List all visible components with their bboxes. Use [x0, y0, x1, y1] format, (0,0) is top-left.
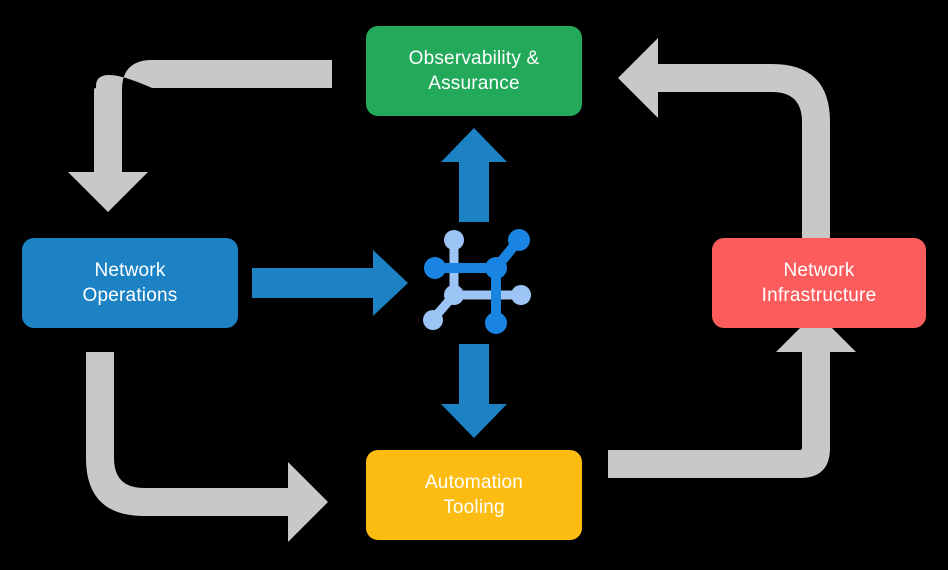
mesh-node-left-dark	[424, 257, 446, 279]
mesh-node-bottomleft-light	[423, 310, 443, 330]
arrow-infrastructure-to-observability	[618, 38, 830, 238]
node-network-infrastructure[interactable]: Network Infrastructure	[712, 238, 926, 328]
arrow-center-to-automation	[441, 344, 507, 438]
node-observability-assurance[interactable]: Observability & Assurance	[366, 26, 582, 116]
network-mesh-icon	[423, 229, 531, 334]
mesh-node-bottom-dark	[485, 312, 507, 334]
node-operations-label: Network Operations	[82, 259, 178, 306]
node-automation-label: Automation Tooling	[424, 471, 524, 518]
arrow-center-to-observability	[441, 128, 507, 222]
node-infrastructure-label: Network Infrastructure	[761, 259, 877, 306]
mesh-node-top-light	[444, 230, 464, 250]
mesh-node-topright-dark	[508, 229, 530, 251]
node-network-operations[interactable]: Network Operations	[22, 238, 238, 328]
mesh-node-center-light	[444, 285, 464, 305]
arrow-automation-to-infrastructure	[608, 312, 856, 478]
node-observability-label: Observability & Assurance	[408, 47, 540, 94]
arrow-observability-to-operations	[68, 60, 332, 212]
node-automation-tooling[interactable]: Automation Tooling	[366, 450, 582, 540]
mesh-node-hub-dark	[485, 257, 507, 279]
arrow-operations-to-center	[252, 250, 408, 316]
arrow-operations-to-automation	[86, 352, 328, 542]
mesh-node-right-light	[511, 285, 531, 305]
